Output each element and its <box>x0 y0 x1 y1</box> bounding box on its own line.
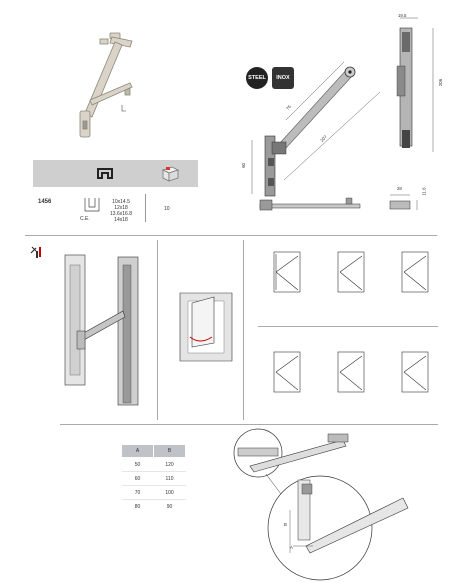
opening-icon <box>273 251 301 293</box>
opening-icon <box>273 351 301 393</box>
inox-badge: INOX <box>272 67 294 89</box>
angle-table: A B 50 120 60 110 70 100 80 90 <box>121 444 186 513</box>
table-header: A <box>121 444 154 458</box>
dim-28: 28 <box>397 186 402 191</box>
opening-types <box>273 251 429 393</box>
table-cell: 50 <box>121 457 154 472</box>
product-code: 1456 <box>38 199 52 205</box>
technical-drawing <box>251 17 434 211</box>
divider-top <box>25 235 437 236</box>
detail-label-a: A <box>290 545 293 550</box>
section-detail <box>233 428 409 581</box>
profile-caption: C.E. <box>80 216 90 222</box>
box-package-icon <box>161 166 180 182</box>
table-row: 80 90 <box>121 499 186 513</box>
window-illustration <box>179 292 233 362</box>
table-cell: 70 <box>121 485 154 500</box>
profile-size: 14x18 <box>114 217 128 223</box>
tools-icon <box>30 246 41 258</box>
table-header: B <box>153 444 186 458</box>
divider-bottom <box>60 424 438 425</box>
table-cell: 120 <box>153 457 186 472</box>
table-row: 50 120 <box>121 457 186 472</box>
steel-badge: STEEL <box>246 67 268 89</box>
column-divider <box>145 194 146 222</box>
dim-60: 60 <box>240 163 246 168</box>
profile-section-icon <box>84 198 100 212</box>
installation-view <box>64 254 139 406</box>
divider-right <box>243 240 244 420</box>
opening-icon <box>401 251 429 293</box>
opening-icon <box>337 351 365 393</box>
profile-sizes: 10x14.5 12x18 13.6x16.8 14x18 <box>103 199 139 223</box>
opening-icon <box>337 251 365 293</box>
product-photo <box>79 32 133 138</box>
divider-left <box>157 240 158 420</box>
table-row: 60 110 <box>121 471 186 486</box>
dim-width-top: 19.5 <box>398 13 407 18</box>
dim-height-total: 206 <box>438 78 444 87</box>
table-cell: 110 <box>153 471 186 486</box>
divider-mid <box>258 326 438 327</box>
table-cell: 80 <box>121 499 154 513</box>
table-cell: 90 <box>153 499 186 513</box>
profile-size: 12x18 <box>114 205 128 211</box>
profile-size: 10x14.5 <box>112 199 130 205</box>
profile-channel-icon <box>97 168 113 179</box>
profile-size: 13.6x16.8 <box>110 211 132 217</box>
opening-icon <box>401 351 429 393</box>
quantity: 10 <box>164 206 170 212</box>
detail-label-b: B <box>284 522 287 527</box>
spec-header-bar <box>33 160 198 187</box>
table-row: 70 100 <box>121 485 186 500</box>
table-cell: 100 <box>153 485 186 500</box>
table-cell: 60 <box>121 471 154 486</box>
dim-11-6: 11.6 <box>421 187 427 196</box>
